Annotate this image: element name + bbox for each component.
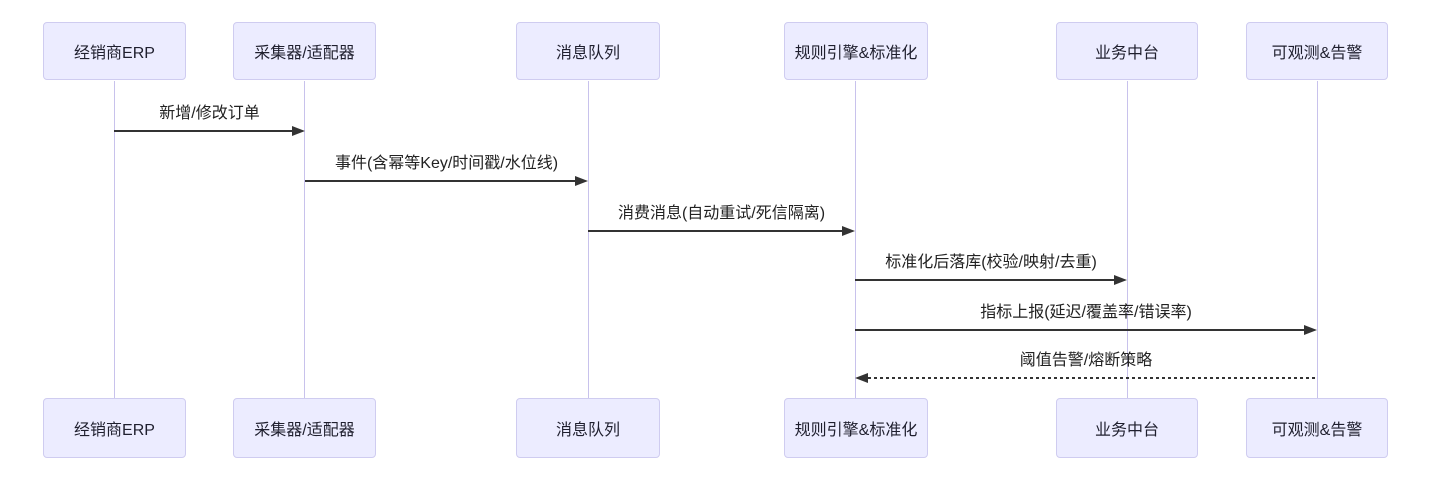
message-1-line	[114, 130, 292, 132]
message-3-line	[588, 230, 842, 232]
message-3-label: 消费消息(自动重试/死信隔离)	[617, 205, 826, 222]
lifeline-rules	[855, 81, 856, 398]
actor-bottom-mq: 消息队列	[516, 398, 660, 458]
message-4-line	[855, 279, 1114, 281]
lifeline-collector	[304, 81, 305, 398]
message-2-arrowhead-right-icon	[575, 176, 588, 186]
actor-bottom-collector: 采集器/适配器	[233, 398, 376, 458]
lifeline-mq	[588, 81, 589, 398]
message-6-arrowhead-left-icon	[855, 373, 868, 383]
actor-top-erp: 经销商ERP	[43, 22, 186, 80]
actor-top-rules: 规则引擎&标准化	[784, 22, 928, 80]
message-5-line	[855, 329, 1304, 331]
message-4-label: 标准化后落库(校验/映射/去重)	[885, 254, 1097, 271]
lifeline-erp	[114, 81, 115, 398]
message-1-label: 新增/修改订单	[159, 105, 260, 122]
message-6-line	[868, 377, 1317, 379]
lifeline-platform	[1127, 81, 1128, 398]
message-3-arrowhead-right-icon	[842, 226, 855, 236]
message-4-arrowhead-right-icon	[1114, 275, 1127, 285]
actor-top-mq: 消息队列	[516, 22, 660, 80]
message-6-label: 阈值告警/熔断策略	[1019, 352, 1153, 369]
message-1-arrowhead-right-icon	[292, 126, 305, 136]
message-2-line	[305, 180, 575, 182]
message-2-label: 事件(含幂等Key/时间戳/水位线)	[334, 155, 559, 172]
lifeline-observability	[1317, 81, 1318, 398]
actor-bottom-rules: 规则引擎&标准化	[784, 398, 928, 458]
actor-bottom-observability: 可观测&告警	[1246, 398, 1388, 458]
actor-top-observability: 可观测&告警	[1246, 22, 1388, 80]
message-5-arrowhead-right-icon	[1304, 325, 1317, 335]
actor-bottom-platform: 业务中台	[1056, 398, 1198, 458]
actor-top-collector: 采集器/适配器	[233, 22, 376, 80]
actor-bottom-erp: 经销商ERP	[43, 398, 186, 458]
actor-top-platform: 业务中台	[1056, 22, 1198, 80]
message-5-label: 指标上报(延迟/覆盖率/错误率)	[980, 304, 1192, 321]
